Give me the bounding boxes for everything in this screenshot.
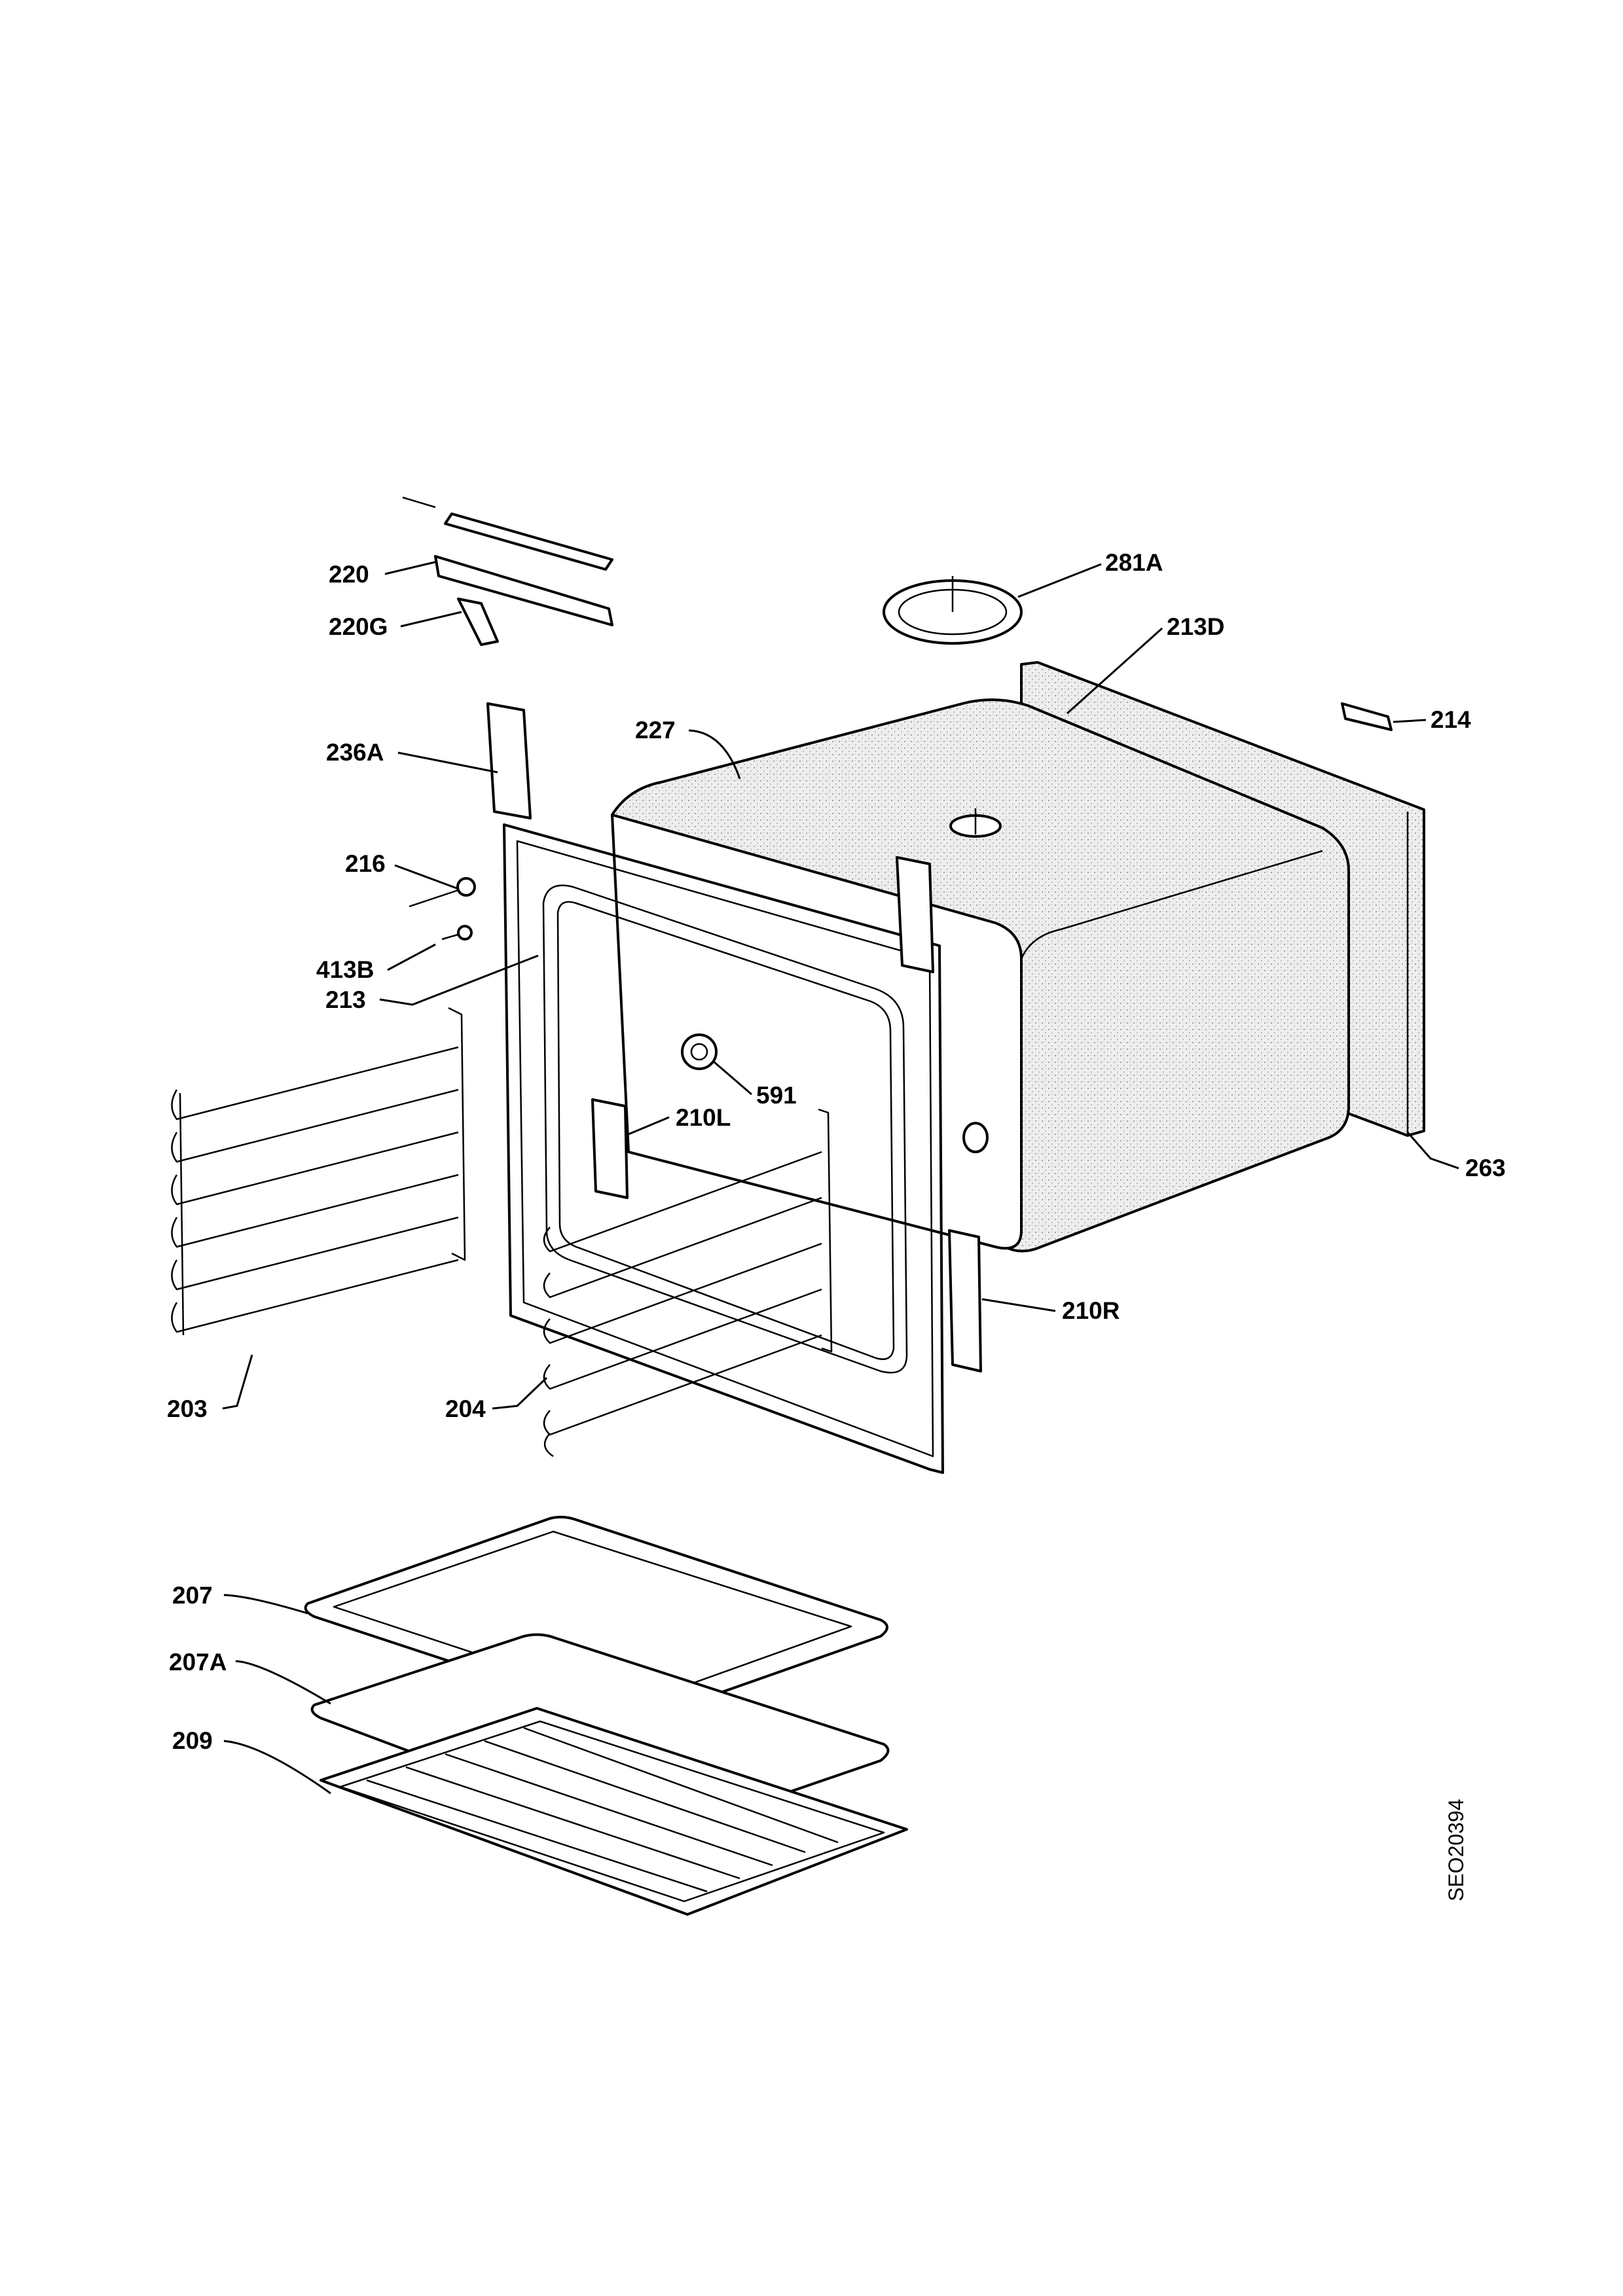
callout-236a: 236A [326, 739, 384, 766]
leader-lines [222, 560, 1459, 1795]
callout-210r: 210R [1062, 1297, 1120, 1324]
callout-413b: 413B [316, 956, 374, 983]
callout-209: 209 [172, 1727, 213, 1754]
front-frame-drawing [486, 702, 944, 1474]
callout-220g: 220G [329, 613, 388, 640]
right-bracket-drawing [948, 1229, 982, 1372]
callout-207a: 207A [169, 1649, 227, 1676]
callout-207: 207 [172, 1582, 213, 1609]
baking-trays-drawing [304, 1515, 908, 1916]
callout-213: 213 [325, 986, 366, 1013]
callout-227: 227 [635, 717, 676, 744]
lamp-cover-drawing [883, 576, 1023, 645]
callout-220: 220 [329, 561, 369, 588]
callout-216: 216 [345, 850, 386, 877]
callout-263: 263 [1465, 1155, 1506, 1181]
callout-214: 214 [1431, 706, 1471, 733]
left-shelf-runner-drawing [171, 1007, 466, 1336]
callout-591: 591 [756, 1082, 797, 1109]
right-shelf-runner-drawing [543, 1108, 833, 1458]
oven-cavity-drawing [611, 661, 1425, 1253]
callout-labels: 220 220G 281A 213D 227 214 236A 216 413B… [167, 549, 1506, 1754]
callout-210l: 210L [676, 1104, 731, 1131]
callout-204: 204 [445, 1395, 486, 1422]
callout-281a: 281A [1105, 549, 1163, 576]
screws-drawing [409, 877, 476, 941]
callout-213d: 213D [1167, 613, 1224, 640]
door-catch-drawing [402, 496, 613, 646]
callout-203: 203 [167, 1395, 208, 1422]
left-bracket-drawing [591, 1098, 629, 1199]
lamp-holder-drawing [1341, 702, 1393, 731]
drawing-code: SEO20394 [1444, 1799, 1468, 1901]
